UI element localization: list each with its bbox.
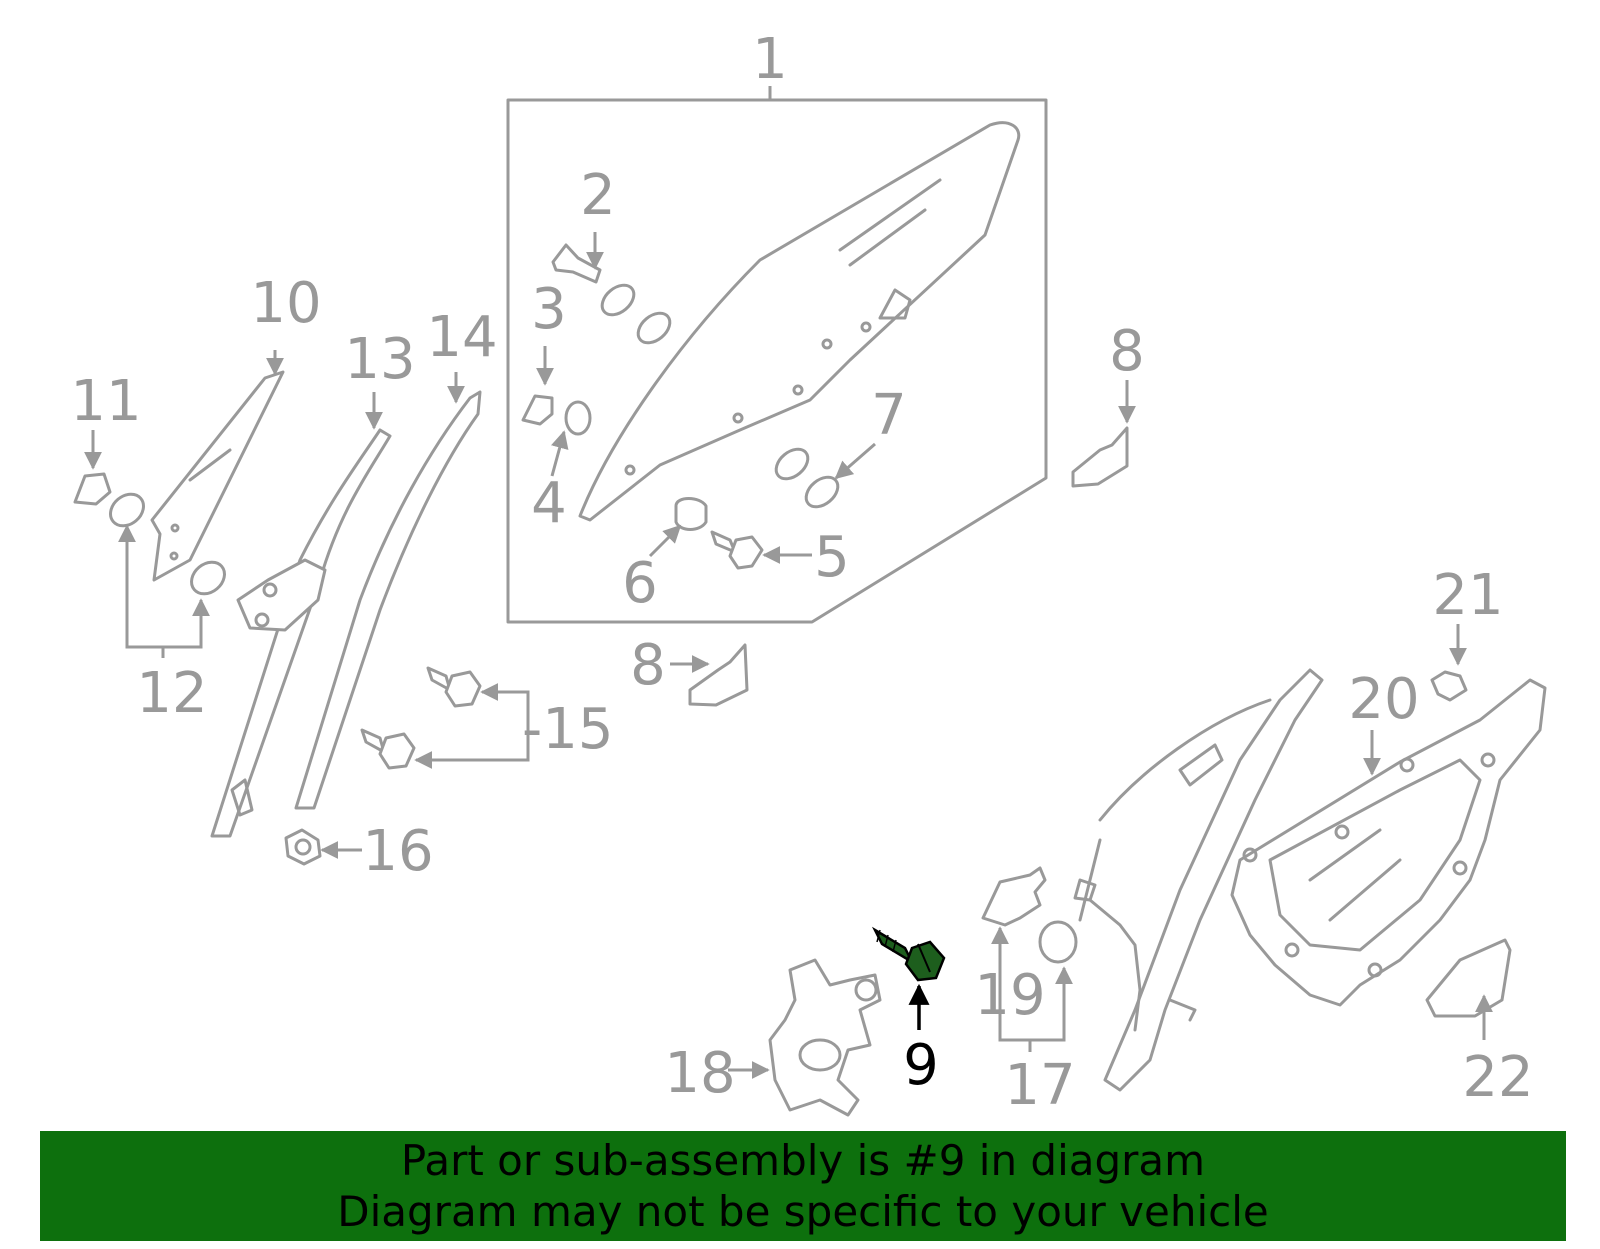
banner-line-part: Part or sub-assembly is #9 in diagram	[400, 1136, 1206, 1185]
banner-line-disclaimer: Diagram may not be specific to your vehi…	[337, 1187, 1269, 1236]
channel-14	[294, 390, 482, 810]
washers-7	[774, 447, 840, 509]
callout-2[interactable]: 2	[580, 163, 616, 228]
leader-lines	[84, 232, 1493, 1079]
bushing-6	[674, 497, 708, 531]
bracket-19	[981, 866, 1047, 927]
callout-17[interactable]: 17	[1004, 1053, 1075, 1118]
callout-5[interactable]: 5	[814, 525, 850, 590]
bolt-2	[551, 243, 672, 345]
assembly-box-1	[506, 86, 1048, 624]
callout-15[interactable]: -15	[522, 697, 613, 762]
bolt-5	[710, 530, 764, 570]
motor-18	[768, 958, 882, 1117]
callout-22[interactable]: 22	[1462, 1045, 1533, 1110]
callout-9[interactable]: 9	[903, 1033, 939, 1098]
channel-13	[210, 428, 392, 838]
callout-1[interactable]: 1	[752, 27, 788, 92]
bracket-8-lower	[688, 643, 749, 707]
callout-19[interactable]: 19	[974, 963, 1045, 1028]
callout-7[interactable]: 7	[871, 383, 907, 448]
regulator-17	[1038, 668, 1324, 1092]
callout-3[interactable]: 3	[531, 277, 567, 342]
clip-21	[1430, 670, 1468, 702]
nut-16	[284, 828, 322, 866]
seal-22	[1425, 938, 1512, 1018]
callout-12[interactable]: 12	[136, 661, 207, 726]
callout-8-right[interactable]: 8	[1109, 319, 1145, 384]
bolt-9-highlighted[interactable]	[871, 926, 946, 982]
bracket-8-right	[1071, 426, 1129, 488]
callout-20[interactable]: 20	[1348, 667, 1419, 732]
callout-10[interactable]: 10	[250, 271, 321, 336]
carrier-panel-20	[1230, 678, 1547, 1007]
quarter-glass-10	[150, 370, 285, 582]
callout-6[interactable]: 6	[622, 551, 658, 616]
clip-11	[73, 472, 112, 506]
callout-11[interactable]: 11	[70, 369, 141, 434]
info-banner: Part or sub-assembly is #9 in diagram Di…	[40, 1131, 1566, 1241]
clip-3	[521, 394, 592, 436]
callout-14[interactable]: 14	[426, 305, 497, 370]
door-glass	[578, 121, 1021, 522]
callout-8-lower[interactable]: 8	[630, 633, 666, 698]
callout-13[interactable]: 13	[344, 327, 415, 392]
callout-4[interactable]: 4	[531, 471, 567, 536]
callout-16[interactable]: 16	[362, 819, 433, 884]
callout-labels: 1 2 3 4 5 6 7 8 8 9 10 11 12 13 14 -15 1…	[70, 27, 1533, 1118]
washers-12	[109, 492, 226, 596]
bolt-15-upper	[426, 666, 482, 708]
callout-21[interactable]: 21	[1432, 563, 1503, 628]
callout-18[interactable]: 18	[664, 1041, 735, 1106]
bolt-15-lower	[360, 728, 416, 770]
